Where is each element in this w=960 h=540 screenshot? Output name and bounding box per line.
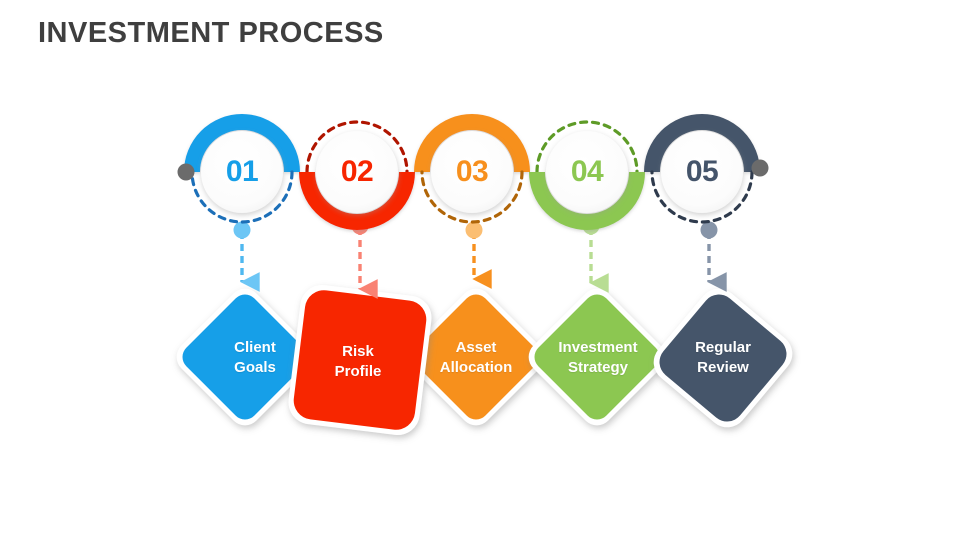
step-label-2-line2: Profile — [334, 363, 382, 381]
start-marker-dot — [177, 163, 195, 181]
step-number-5: 05 — [685, 155, 719, 188]
step-label-5: Regular Review — [653, 338, 793, 379]
step-label-5-line1: Regular — [695, 339, 751, 356]
step-number-4: 04 — [570, 155, 604, 188]
step-label-2: Risk Profile — [288, 342, 428, 383]
step-number-2: 02 — [340, 155, 374, 188]
step-label-2-line1: Risk — [342, 343, 374, 360]
connector-4 — [582, 217, 609, 293]
connector-dot-5 — [700, 221, 718, 239]
page-title: INVESTMENT PROCESS — [38, 17, 384, 49]
connector-dot-4 — [582, 217, 600, 235]
step-label-3-line2: Allocation — [439, 359, 513, 377]
step-number-1: 01 — [225, 155, 259, 188]
step-label-4-line2: Strategy — [567, 359, 629, 377]
connector-2 — [351, 217, 378, 299]
end-marker-dot — [751, 159, 769, 177]
connector-dot-2 — [351, 217, 369, 235]
connector-dot-3 — [465, 221, 483, 239]
step-label-1-line2: Goals — [234, 359, 276, 377]
connector-dot-1 — [233, 221, 251, 239]
step-label-3: Asset Allocation — [406, 338, 546, 379]
connector-1 — [233, 221, 260, 292]
step-label-4-line1: Investment — [558, 339, 638, 356]
step-number-3: 03 — [455, 155, 489, 188]
step-label-3-line1: Asset — [455, 339, 497, 356]
step-label-1: Client Goals — [185, 338, 325, 379]
step-label-4: Investment Strategy — [528, 338, 668, 379]
step-label-5-line2: Review — [697, 359, 749, 377]
connector-3 — [465, 221, 492, 289]
connector-5 — [700, 221, 727, 292]
step-label-1-line1: Client — [234, 339, 276, 356]
